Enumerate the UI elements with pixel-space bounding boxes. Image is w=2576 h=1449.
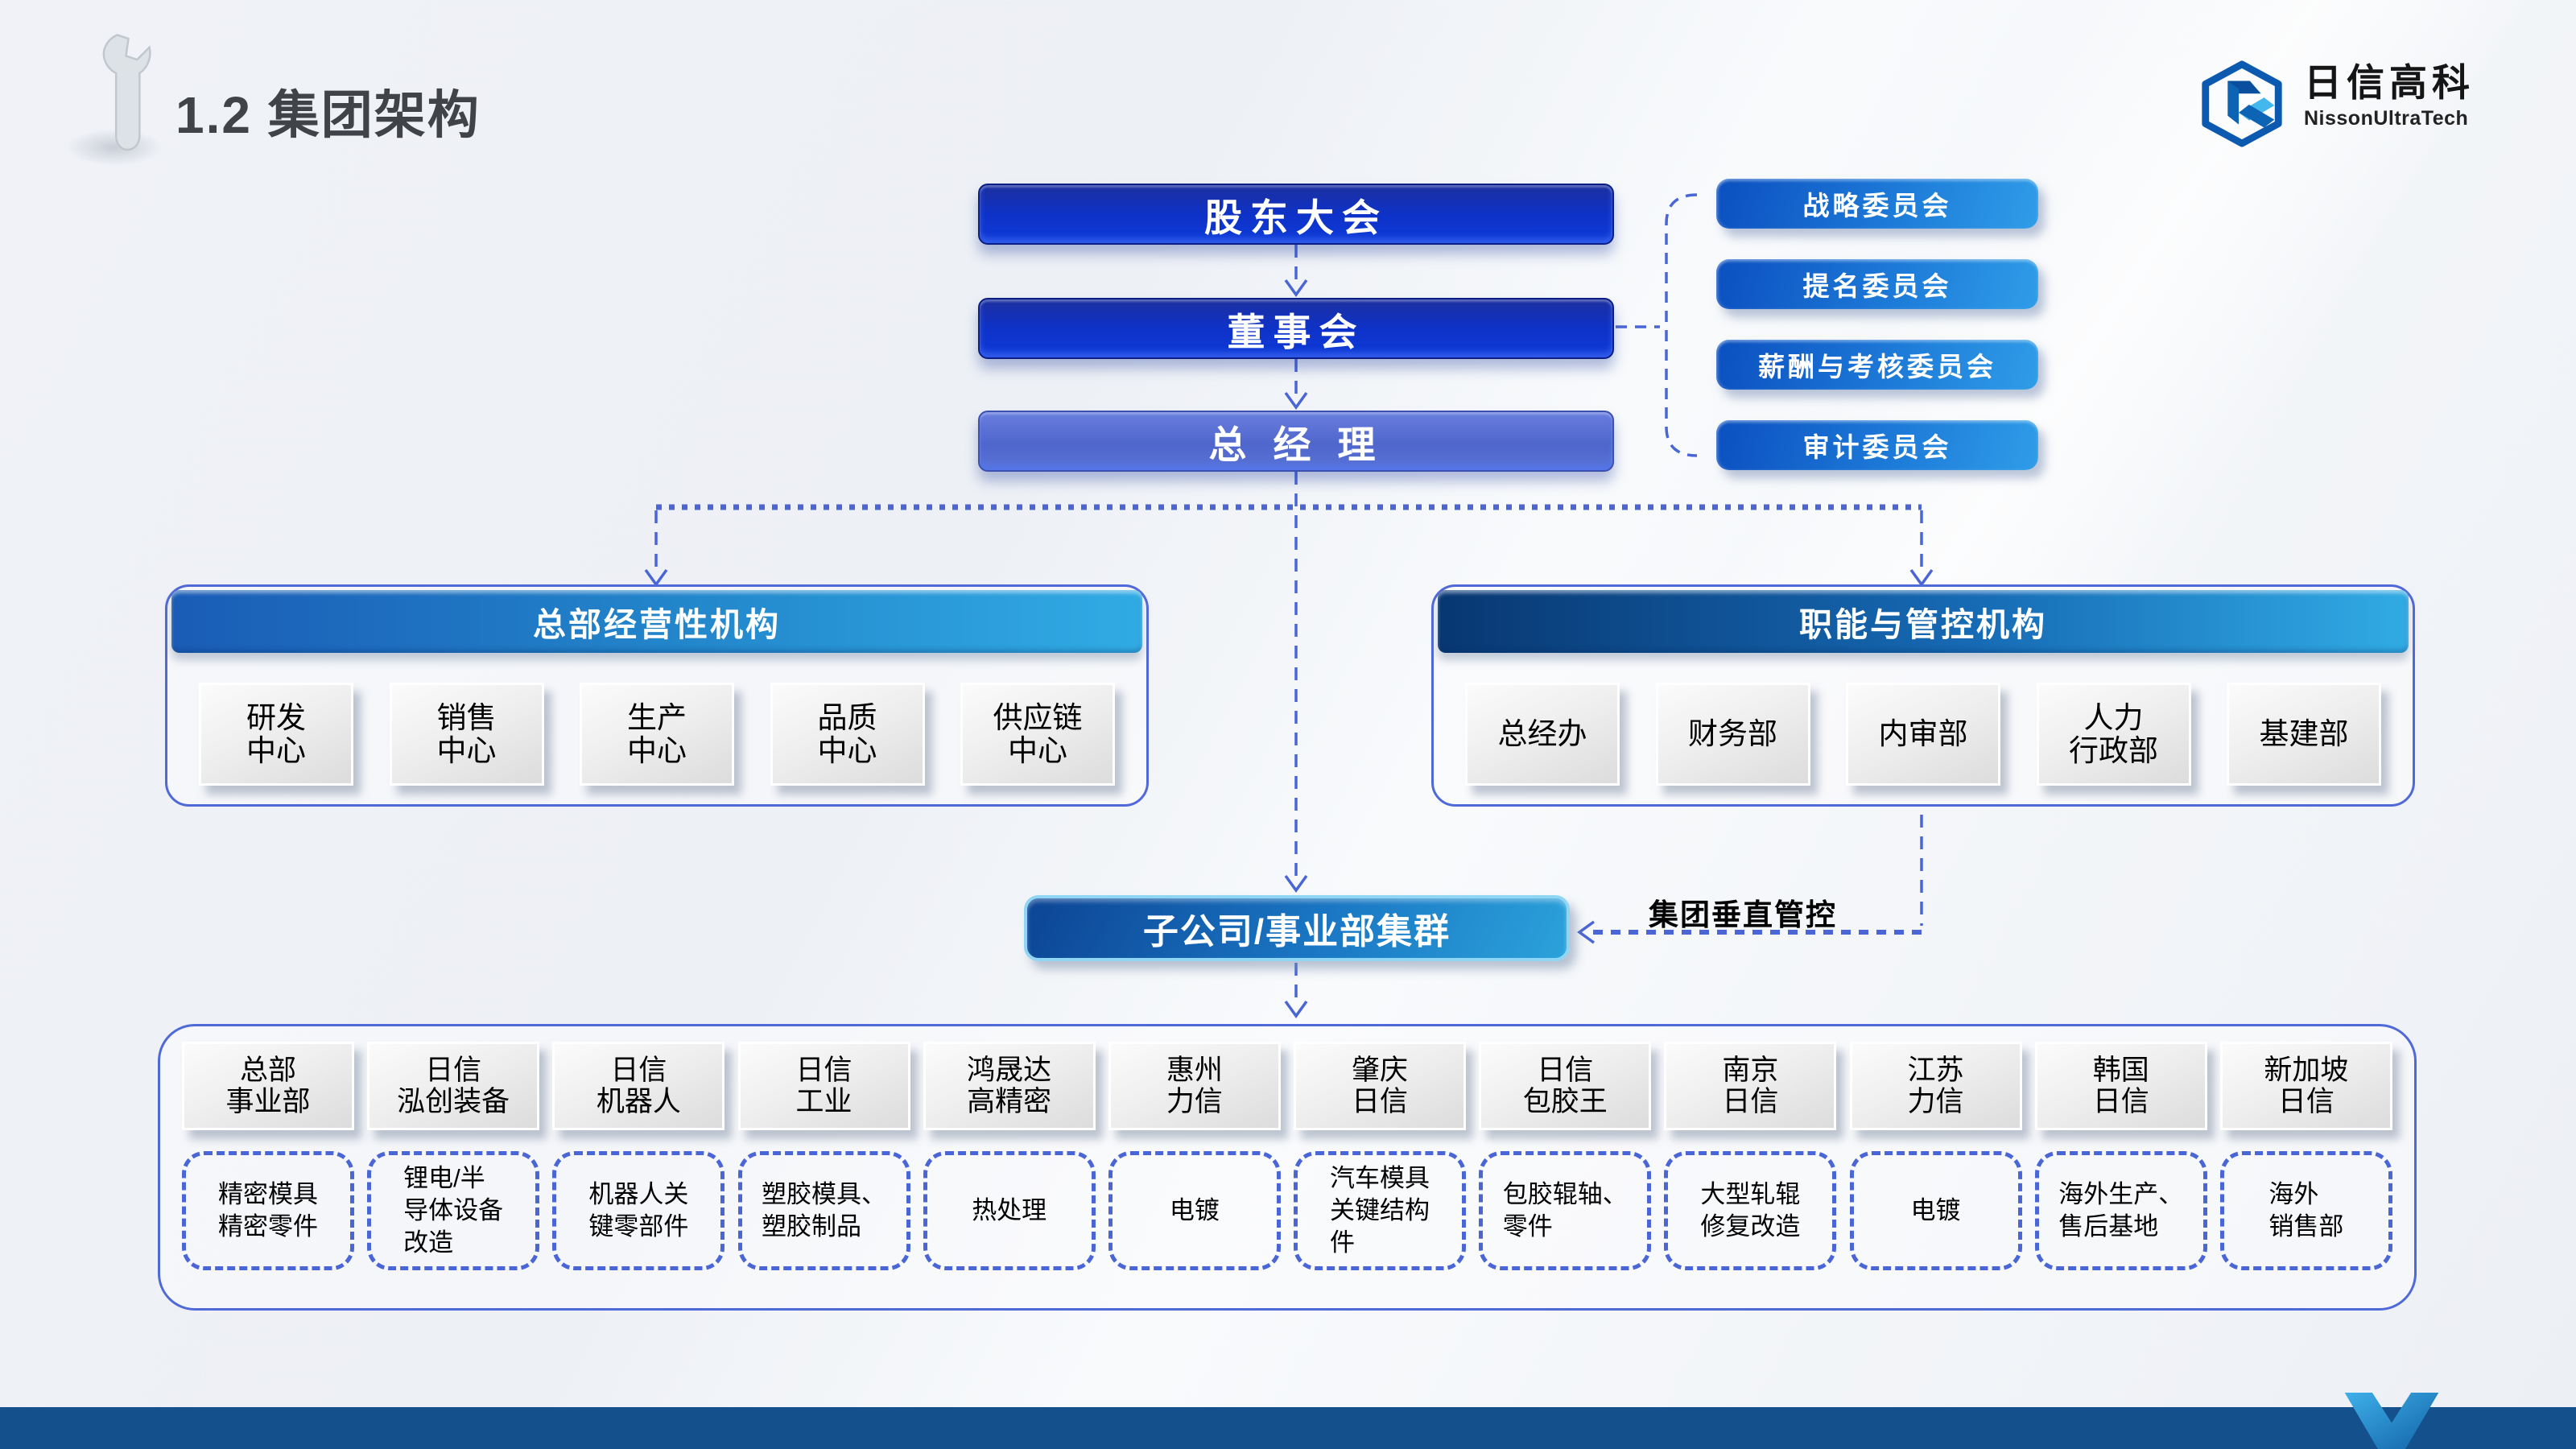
company-name-en: NissonUltraTech xyxy=(2304,107,2469,130)
functional-control-units: 总经办 财务部 内审部 人力 行政部 基建部 xyxy=(1465,683,2381,786)
subsidiary-box: 新加坡 日信 xyxy=(2219,1042,2392,1130)
subsidiaries-row: 总部 事业部 日信 泓创装备 日信 机器人 日信 工业 鸿晟达 高精密 惠州 力… xyxy=(182,1042,2392,1130)
business-scope-label: 大型轧辊 修复改造 xyxy=(1700,1179,1801,1241)
subsidiary-label: 肇庆 日信 xyxy=(1352,1054,1409,1117)
committee-box: 战略委员会 xyxy=(1716,179,2038,229)
hq-operating-group-header: 总部经营性机构 xyxy=(171,590,1142,653)
subsidiary-box: 惠州 力信 xyxy=(1108,1042,1281,1130)
hq-unit-box: 生产 中心 xyxy=(580,683,734,786)
business-scope-box: 塑胶模具、 塑胶制品 xyxy=(737,1151,910,1270)
functional-control-group-header: 职能与管控机构 xyxy=(1438,590,2409,653)
committee-box: 审计委员会 xyxy=(1716,420,2038,470)
vertical-control-label: 集团垂直管控 xyxy=(1649,898,1837,931)
committee-label: 战略委员会 xyxy=(1802,191,1952,221)
company-logo-text: 日信高科 NissonUltraTech xyxy=(2304,60,2475,130)
subsidiary-box: 日信 工业 xyxy=(737,1042,910,1130)
business-scope-box: 汽车模具 关键结构 件 xyxy=(1294,1151,1467,1270)
subsidiary-box: 肇庆 日信 xyxy=(1294,1042,1467,1130)
subsidiary-label: 惠州 力信 xyxy=(1166,1054,1223,1117)
committee-label: 审计委员会 xyxy=(1802,432,1952,462)
functional-unit-label: 财务部 xyxy=(1688,717,1777,751)
shareholders-meeting-box: 股东大会 xyxy=(978,184,1614,245)
business-scope-box: 海外 销售部 xyxy=(2219,1151,2392,1270)
business-scope-label: 电镀 xyxy=(1910,1195,1961,1224)
footer-v-logo xyxy=(2344,1393,2439,1449)
business-scope-label: 汽车模具 关键结构 件 xyxy=(1330,1163,1430,1257)
subsidiary-cluster-box: 子公司/事业部集群 xyxy=(1024,895,1570,961)
hq-unit-label: 研发 中心 xyxy=(246,700,306,767)
subsidiary-box: 日信 机器人 xyxy=(552,1042,725,1130)
subsidiary-label: 新加坡 日信 xyxy=(2264,1054,2349,1117)
hq-unit-box: 供应链 中心 xyxy=(960,683,1115,786)
functional-unit-label: 总经办 xyxy=(1497,717,1587,751)
hq-unit-label: 供应链 中心 xyxy=(993,700,1083,767)
business-scope-label: 海外生产、 售后基地 xyxy=(2058,1179,2184,1241)
hq-unit-box: 研发 中心 xyxy=(199,683,353,786)
business-scope-box: 包胶辊轴、 零件 xyxy=(1479,1151,1652,1270)
business-scope-box: 精密模具 精密零件 xyxy=(182,1151,354,1270)
hq-unit-label: 品质 中心 xyxy=(817,700,877,767)
functional-unit-box: 人力 行政部 xyxy=(2036,683,2191,786)
business-scope-row: 精密模具 精密零件 锂电/半 导体设备 改造 机器人关 键零部件 塑胶模具、 塑… xyxy=(182,1151,2392,1270)
wrench-icon xyxy=(102,34,151,151)
functional-unit-box: 财务部 xyxy=(1655,683,1810,786)
business-scope-label: 热处理 xyxy=(972,1195,1047,1224)
subsidiary-label: 日信 工业 xyxy=(795,1054,852,1117)
business-scope-label: 塑胶模具、 塑胶制品 xyxy=(762,1179,887,1241)
subsidiary-box: 江苏 力信 xyxy=(1849,1042,2022,1130)
business-scope-label: 精密模具 精密零件 xyxy=(218,1179,318,1241)
functional-unit-box: 内审部 xyxy=(1846,683,2000,786)
business-scope-label: 包胶辊轴、 零件 xyxy=(1502,1179,1628,1241)
subsidiary-box: 南京 日信 xyxy=(1664,1042,1837,1130)
business-scope-label: 电镀 xyxy=(1169,1195,1220,1224)
subsidiary-label: 南京 日信 xyxy=(1722,1054,1779,1117)
business-scope-label: 海外 销售部 xyxy=(2268,1179,2344,1241)
functional-unit-box: 基建部 xyxy=(2227,683,2381,786)
business-scope-box: 电镀 xyxy=(1108,1151,1281,1270)
subsidiary-label: 总部 事业部 xyxy=(225,1054,311,1117)
hq-unit-label: 生产 中心 xyxy=(627,700,687,767)
business-scope-box: 大型轧辊 修复改造 xyxy=(1664,1151,1837,1270)
subsidiary-label: 日信 包胶王 xyxy=(1522,1054,1608,1117)
company-logo-icon xyxy=(2202,60,2282,147)
business-scope-box: 锂电/半 导体设备 改造 xyxy=(367,1151,540,1270)
subsidiary-box: 总部 事业部 xyxy=(182,1042,354,1130)
subsidiary-box: 鸿晟达 高精密 xyxy=(923,1042,1096,1130)
company-logo: 日信高科 NissonUltraTech xyxy=(2194,60,2475,148)
business-scope-box: 机器人关 键零部件 xyxy=(552,1151,725,1270)
subsidiary-label: 日信 泓创装备 xyxy=(397,1054,510,1117)
subsidiary-box: 日信 包胶王 xyxy=(1479,1042,1652,1130)
subsidiary-box: 日信 泓创装备 xyxy=(367,1042,540,1130)
page-title: 1.2 集团架构 xyxy=(175,86,481,144)
subsidiary-box: 韩国 日信 xyxy=(2034,1042,2207,1130)
wrench-icon-shadow xyxy=(66,129,163,166)
business-scope-label: 锂电/半 导体设备 改造 xyxy=(403,1163,504,1257)
business-scope-box: 电镀 xyxy=(1849,1151,2022,1270)
board-of-directors-box: 董事会 xyxy=(978,298,1614,359)
functional-unit-label: 基建部 xyxy=(2259,717,2349,751)
committee-list: 战略委员会 提名委员会 薪酬与考核委员会 审计委员会 xyxy=(1716,179,2038,470)
business-scope-label: 机器人关 键零部件 xyxy=(588,1179,689,1241)
hq-operating-units: 研发 中心 销售 中心 生产 中心 品质 中心 供应链 中心 xyxy=(199,683,1115,786)
business-scope-box: 海外生产、 售后基地 xyxy=(2034,1151,2207,1270)
general-manager-box: 总 经 理 xyxy=(978,411,1614,472)
functional-unit-box: 总经办 xyxy=(1465,683,1620,786)
hq-unit-label: 销售 中心 xyxy=(436,700,497,767)
functional-unit-label: 人力 行政部 xyxy=(2069,700,2158,767)
subsidiary-label: 韩国 日信 xyxy=(2092,1054,2149,1117)
committee-box: 薪酬与考核委员会 xyxy=(1716,340,2038,390)
subsidiary-label: 鸿晟达 高精密 xyxy=(967,1054,1052,1117)
committee-label: 提名委员会 xyxy=(1802,271,1952,301)
footer-bar xyxy=(0,1407,2576,1449)
subsidiary-label: 江苏 力信 xyxy=(1907,1054,1964,1117)
committee-box: 提名委员会 xyxy=(1716,259,2038,309)
functional-unit-label: 内审部 xyxy=(1878,717,1968,751)
hq-unit-box: 销售 中心 xyxy=(389,683,544,786)
hq-unit-box: 品质 中心 xyxy=(770,683,925,786)
company-name-cn: 日信高科 xyxy=(2304,61,2475,104)
subsidiary-label: 日信 机器人 xyxy=(596,1054,681,1117)
business-scope-box: 热处理 xyxy=(923,1151,1096,1270)
committee-label: 薪酬与考核委员会 xyxy=(1758,352,1996,382)
